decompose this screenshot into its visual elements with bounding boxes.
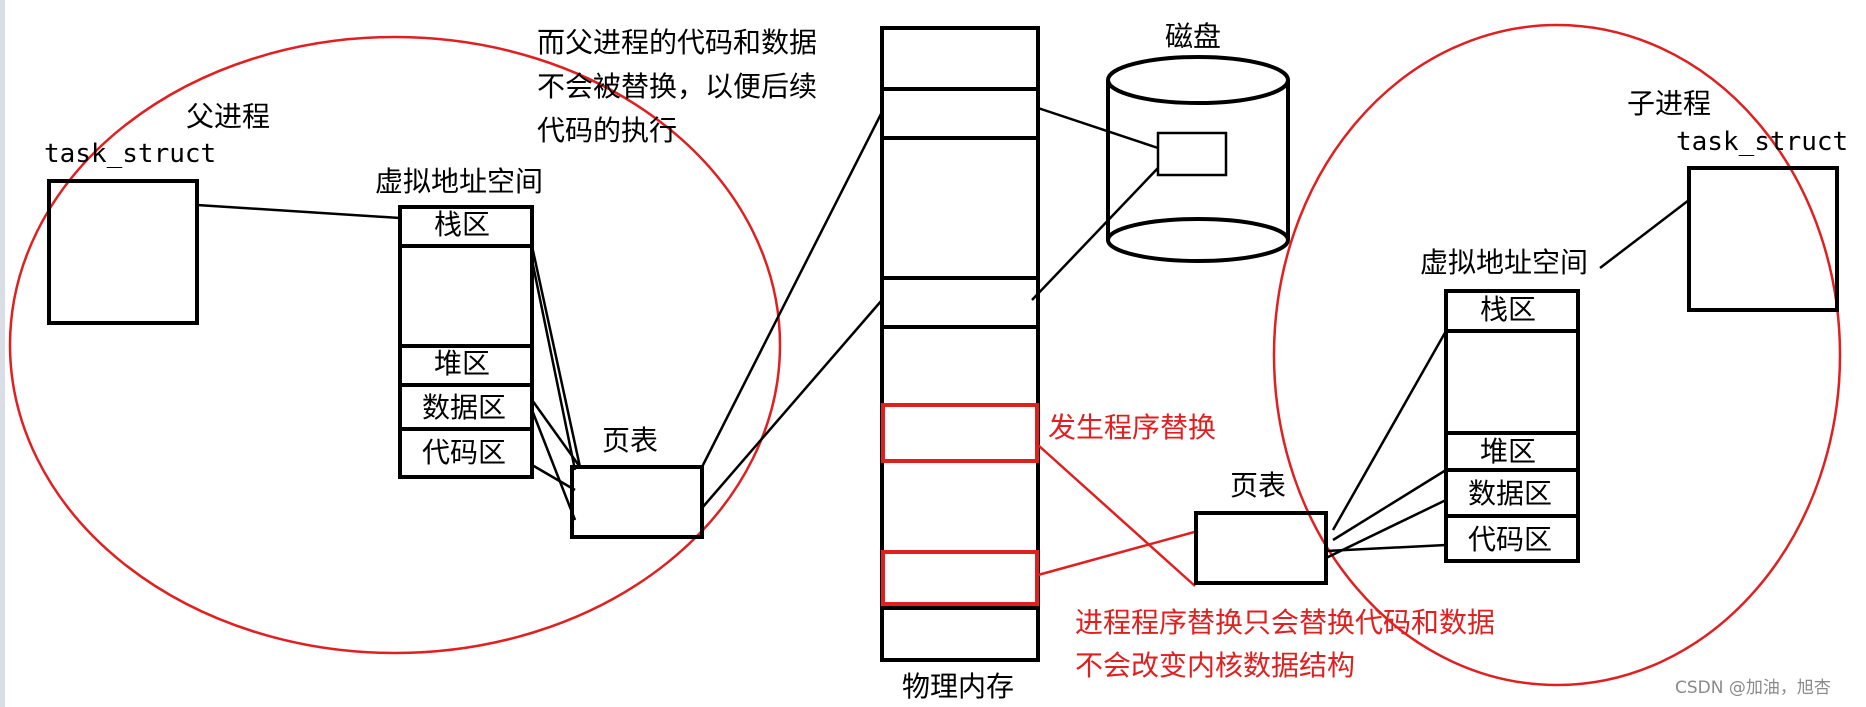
- explanation-line-2: 不会改变内核数据结构: [1075, 649, 1355, 682]
- disk-label: 磁盘: [1165, 20, 1221, 53]
- child-vas-title: 虚拟地址空间: [1420, 246, 1588, 279]
- parent-page-table-label: 页表: [602, 424, 658, 457]
- child-process-title: 子进程: [1627, 87, 1711, 120]
- child-page-table-box: [1194, 511, 1328, 585]
- child-code-segment: 代码区: [1468, 523, 1552, 556]
- child-page-table-label: 页表: [1230, 469, 1286, 502]
- parent-process-boundary: [8, 35, 782, 655]
- parent-stack-segment: 栈区: [434, 208, 490, 241]
- child-task-struct-label: task_struct: [1676, 127, 1848, 157]
- child-heap-segment: 堆区: [1480, 435, 1536, 468]
- parent-process-title: 父进程: [186, 100, 270, 133]
- physical-memory-label: 物理内存: [902, 670, 1014, 703]
- replaced-frame-2: [881, 550, 1039, 606]
- parent-task-struct-label: task_struct: [44, 139, 216, 169]
- parent-note-line-3: 代码的执行: [537, 114, 677, 147]
- physical-memory-column: [880, 26, 1040, 662]
- csdn-watermark: CSDN @加油，旭杏: [1675, 678, 1831, 698]
- parent-note-line-1: 而父进程的代码和数据: [537, 26, 817, 59]
- disk-program-block: [1156, 131, 1228, 177]
- parent-page-table-box: [570, 465, 704, 539]
- disk-cylinder: [1106, 55, 1290, 263]
- parent-heap-segment: 堆区: [434, 347, 490, 380]
- child-data-segment: 数据区: [1468, 477, 1552, 510]
- child-virtual-address-space: [1444, 289, 1580, 563]
- child-process-boundary: [1272, 23, 1842, 687]
- parent-note-line-2: 不会被替换，以便后续: [537, 70, 817, 103]
- replacement-annotation: 发生程序替换: [1048, 411, 1216, 444]
- parent-vas-title: 虚拟地址空间: [375, 165, 543, 198]
- child-task-struct-box: [1687, 166, 1839, 312]
- explanation-line-1: 进程程序替换只会替换代码和数据: [1075, 606, 1495, 639]
- parent-virtual-address-space: [398, 205, 534, 479]
- replaced-frame-1: [881, 403, 1039, 463]
- parent-code-segment: 代码区: [422, 436, 506, 469]
- parent-task-struct-box: [47, 179, 199, 325]
- child-stack-segment: 栈区: [1480, 293, 1536, 326]
- parent-data-segment: 数据区: [422, 391, 506, 424]
